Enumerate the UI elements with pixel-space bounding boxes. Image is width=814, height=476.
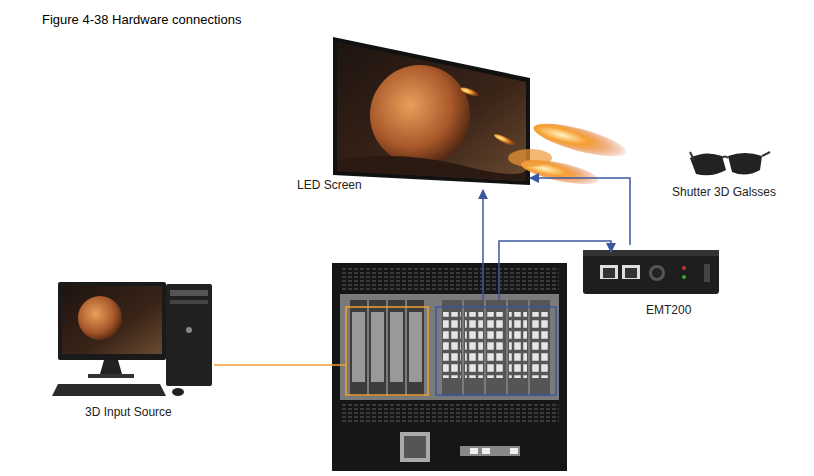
- device-label: Shutter 3D Galsses: [672, 185, 776, 199]
- figure-title: Figure 4-38 Hardware connections: [42, 12, 241, 27]
- shutter-glasses: Shutter 3D Galsses: [666, 145, 808, 203]
- input-source-pc: 3D Input Source: [50, 278, 222, 423]
- sync-cable: [530, 178, 630, 245]
- device-label: EMT200: [646, 303, 691, 317]
- device-label: LED Screen: [297, 178, 362, 192]
- led-screen: LED Screen: [290, 30, 530, 198]
- emt200-device: EMT200: [578, 245, 726, 321]
- device-label: 3D Input Source: [85, 405, 172, 419]
